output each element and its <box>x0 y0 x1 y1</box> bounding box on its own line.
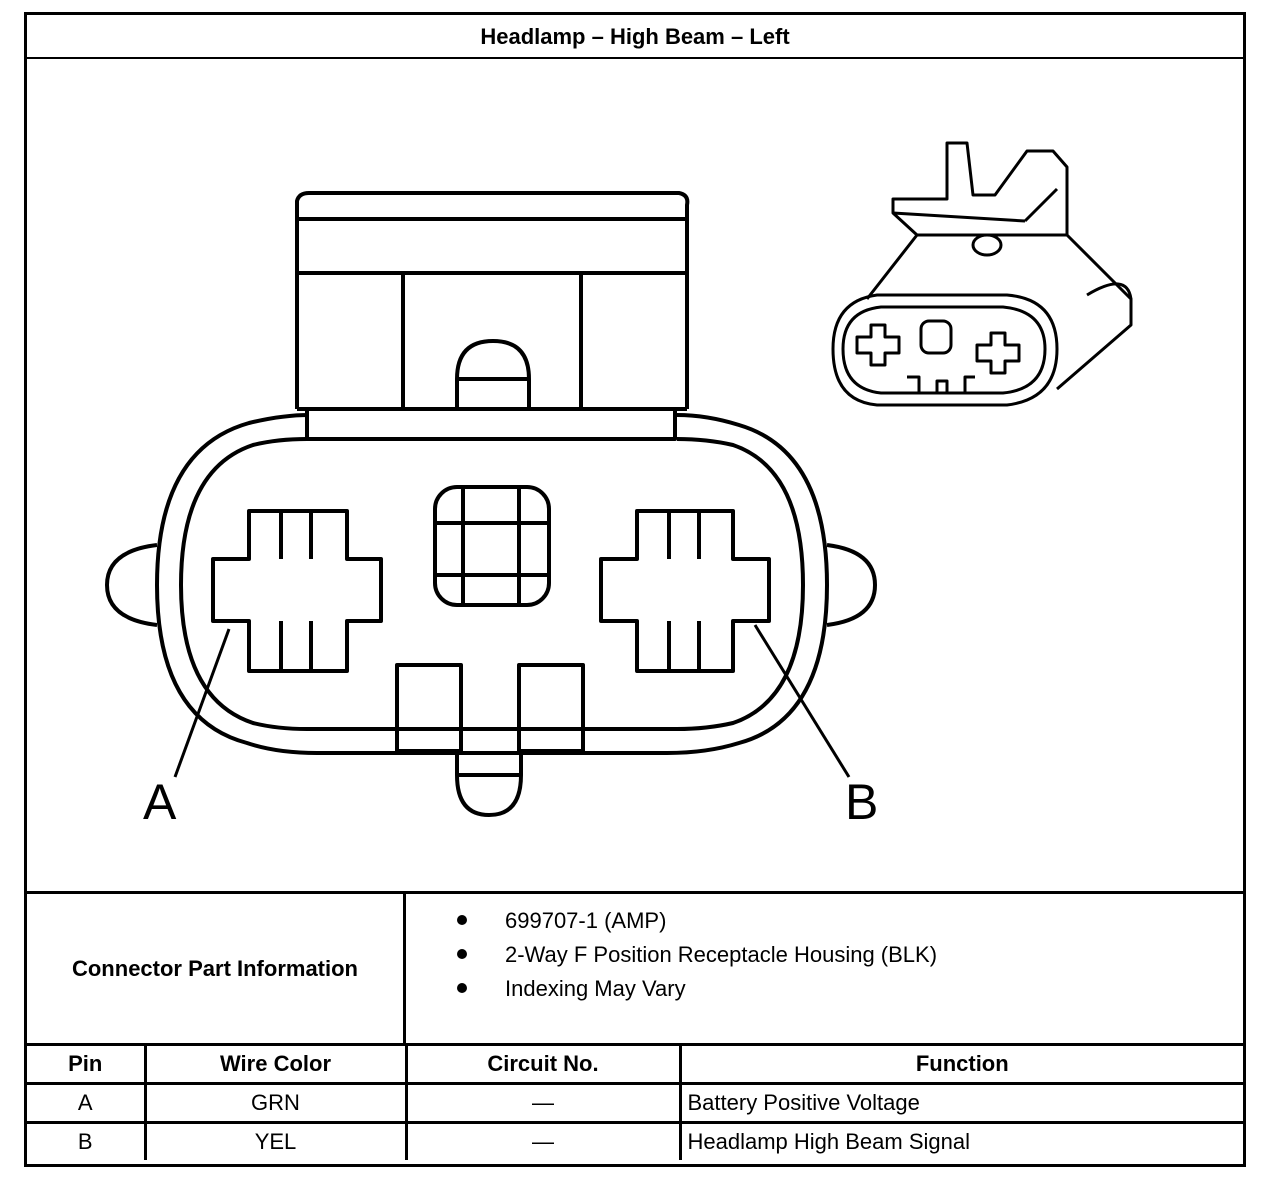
bullet-icon <box>457 915 467 926</box>
connector-info-label: Connector Part Information <box>27 894 406 1043</box>
pin-table: Pin Wire Color Circuit No. Function A GR… <box>27 1043 1243 1160</box>
cell-circuit-no: — <box>404 1082 682 1124</box>
connector-drawing <box>105 141 1133 817</box>
cell-circuit-no: — <box>404 1121 682 1160</box>
header-function: Function <box>678 1043 1243 1085</box>
cell-function: Battery Positive Voltage <box>678 1082 1243 1124</box>
bullet-icon <box>457 949 467 960</box>
table-row: B YEL — Headlamp High Beam Signal <box>27 1121 1243 1160</box>
pin-label-b: B <box>845 774 879 830</box>
connector-diagram: A B <box>27 59 1243 891</box>
cell-pin: B <box>27 1121 147 1160</box>
connector-sheet: Headlamp – High Beam – Left <box>24 12 1246 1167</box>
header-wire-color: Wire Color <box>143 1043 408 1085</box>
cell-pin: A <box>27 1082 147 1124</box>
cell-function: Headlamp High Beam Signal <box>678 1121 1243 1160</box>
pin-label-a: A <box>143 774 177 830</box>
list-item: 2-Way F Position Receptacle Housing (BLK… <box>457 938 937 972</box>
list-item: Indexing May Vary <box>457 972 937 1006</box>
connector-info-section: Connector Part Information 699707-1 (AMP… <box>27 891 1243 1043</box>
table-header-row: Pin Wire Color Circuit No. Function <box>27 1043 1243 1085</box>
header-pin: Pin <box>27 1043 147 1085</box>
header-circuit-no: Circuit No. <box>404 1043 682 1085</box>
page-title: Headlamp – High Beam – Left <box>27 15 1243 59</box>
connector-info-list: 699707-1 (AMP) 2-Way F Position Receptac… <box>457 904 937 1006</box>
table-row: A GRN — Battery Positive Voltage <box>27 1082 1243 1124</box>
list-item: 699707-1 (AMP) <box>457 904 937 938</box>
cell-wire-color: GRN <box>143 1082 408 1124</box>
bullet-icon <box>457 983 467 994</box>
cell-wire-color: YEL <box>143 1121 408 1160</box>
